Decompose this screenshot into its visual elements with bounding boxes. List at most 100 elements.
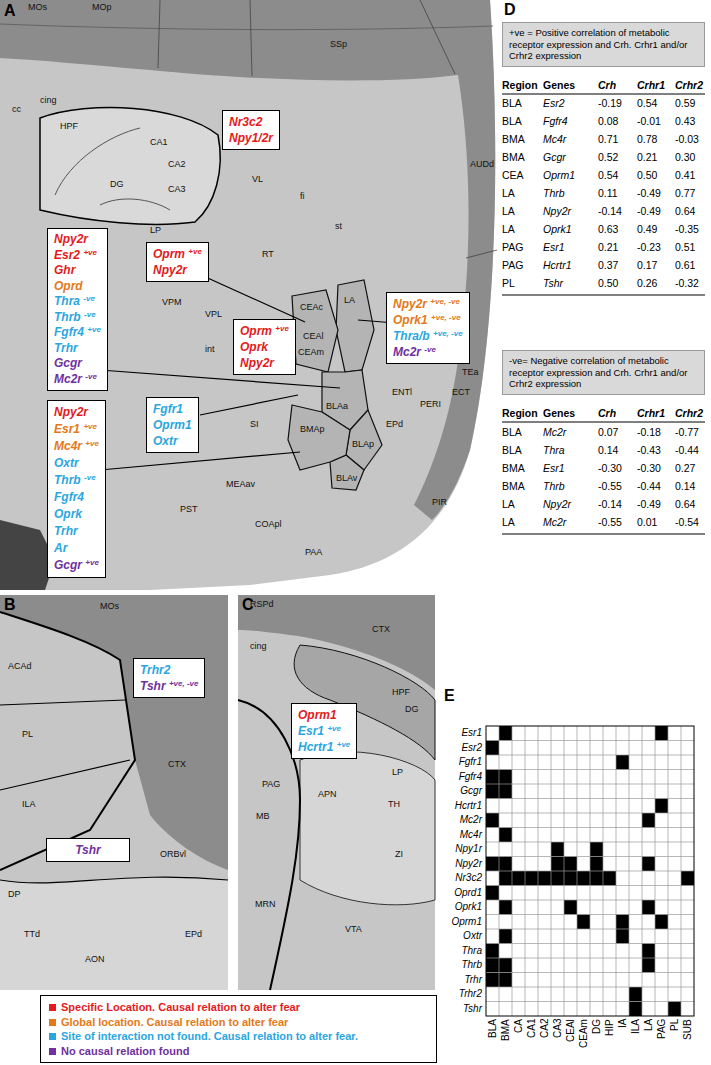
table-cell: Mc4r	[543, 134, 566, 145]
gene-name: Oprd	[54, 279, 101, 295]
region-label: AON	[85, 955, 105, 964]
gene-name: Oxtr	[54, 455, 99, 472]
legend-item: Global location. Causal relation to alte…	[49, 1015, 428, 1030]
table-cell: Esr1	[543, 463, 565, 474]
legend-text: Specific Location. Causal relation to al…	[61, 1001, 300, 1013]
table-cell: 0.50	[637, 170, 657, 181]
gene-name: Fgfr1	[153, 401, 192, 417]
region-label: DG	[110, 180, 124, 189]
gene-box: Oprm +veOprkNpy2r	[233, 319, 296, 375]
region-label: BMAp	[300, 425, 325, 434]
table-cell: 0.14	[598, 445, 618, 456]
filled-cell	[499, 973, 512, 988]
table-cell: Gcgr	[543, 152, 566, 163]
filled-cell	[499, 871, 512, 886]
gene-name: Tshr +ve, -ve	[140, 678, 198, 694]
region-label: CA1	[150, 138, 168, 147]
region-label: VPL	[205, 310, 222, 319]
column-label: DG	[592, 1019, 602, 1034]
table-cell: -0.03	[675, 134, 699, 145]
region-label: SI	[250, 420, 259, 429]
table-cell: 0.30	[675, 152, 695, 163]
gene-name: Oprk	[54, 506, 99, 523]
table-cell: 0.08	[598, 116, 618, 127]
region-label: ECT	[452, 388, 470, 397]
table-cell: Oprm1	[543, 170, 575, 181]
table-cell: 0.37	[598, 260, 618, 271]
table-cell: Thrb	[543, 188, 565, 199]
region-label: CEAl	[303, 332, 324, 341]
table-cell: Tshr	[543, 278, 563, 289]
gene-box: Oprm1Esr1 +veHcrtr1 +ve	[291, 703, 357, 759]
row-label: Trhr	[464, 975, 482, 985]
row-label: Tshr	[463, 1004, 482, 1014]
filled-cell	[499, 784, 512, 799]
table-cell: BMA	[502, 134, 525, 145]
region-label: BLAp	[352, 440, 374, 449]
row-label: Esr1	[461, 728, 482, 738]
region-CEA	[292, 290, 338, 372]
table-cell: -0.14	[598, 499, 622, 510]
row-label: Oprm1	[451, 917, 482, 927]
gene-name: Mc2r -ve	[54, 372, 101, 388]
region-label: LP	[392, 768, 403, 777]
column-label: PL	[670, 1019, 680, 1031]
gene-box: Npy2rEsr1 +veMc4r +veOxtrThrb -veFgfr4Op…	[47, 400, 106, 578]
panel-letter: B	[4, 597, 16, 613]
filled-cell	[486, 886, 499, 901]
gene-box: Oprm +veNpy2r	[146, 242, 209, 282]
filled-cell	[642, 813, 655, 828]
row-label: Npy2r	[455, 859, 482, 869]
cortex-layer	[0, 24, 493, 30]
table-cell: -0.55	[598, 481, 622, 492]
table-cell: BLA	[502, 116, 522, 127]
filled-cell	[577, 871, 590, 886]
region-label: PAG	[262, 780, 280, 789]
filled-cell	[512, 871, 525, 886]
table-cell: Thrb	[543, 481, 565, 492]
table-cell: LA	[502, 224, 515, 235]
table-cell: -0.49	[637, 206, 661, 217]
gene-name: Esr2 +ve	[54, 248, 101, 264]
legend-item: No causal relation found	[49, 1044, 428, 1059]
gene-name: Oprm +ve	[240, 323, 289, 339]
gene-name: Nr3c2	[229, 114, 273, 130]
table-cell: Region	[502, 408, 538, 419]
table-cell: 0.21	[598, 242, 618, 253]
region-label: MOp	[92, 3, 112, 12]
table-cell: BMA	[502, 463, 525, 474]
filled-cell	[564, 857, 577, 872]
column-label: CA1	[527, 1019, 537, 1038]
filled-cell	[525, 871, 538, 886]
table-cell: Crh	[598, 80, 616, 91]
row-label: Oprk1	[455, 902, 482, 912]
thalamus	[300, 752, 435, 905]
leader-line	[100, 370, 340, 388]
table-cell: PAG	[502, 260, 523, 271]
filled-cell	[499, 958, 512, 973]
table-cell: -0.14	[598, 206, 622, 217]
legend-swatch	[49, 1033, 56, 1040]
table-cell: 0.21	[637, 152, 657, 163]
table-cell: Mc2r	[543, 517, 566, 528]
filled-cell	[616, 915, 629, 930]
table-cell: -0.44	[675, 445, 699, 456]
region-label: PST	[180, 505, 198, 514]
filled-cell	[538, 871, 551, 886]
row-label: Fgfr4	[459, 772, 482, 782]
region-label: LP	[150, 226, 161, 235]
cortex-band	[0, 595, 228, 870]
filled-cell	[655, 799, 668, 814]
gene-name: Thra/b +ve, -ve	[393, 328, 463, 344]
region-label: cing	[40, 96, 57, 105]
filled-cell	[551, 857, 564, 872]
box-text: +ve = Positive correlation of metabolic …	[509, 27, 698, 62]
row-label: Gcgr	[460, 786, 482, 796]
header-box: -ve= Negative correlation of metabolic r…	[502, 350, 705, 395]
region-LA	[336, 280, 374, 372]
table-cell: -0.55	[598, 517, 622, 528]
gene-box: Tshr	[46, 838, 130, 862]
gene-name: Oxtr	[153, 433, 192, 449]
heatmap-grid	[486, 726, 694, 1016]
table-cell: 0.43	[675, 116, 695, 127]
